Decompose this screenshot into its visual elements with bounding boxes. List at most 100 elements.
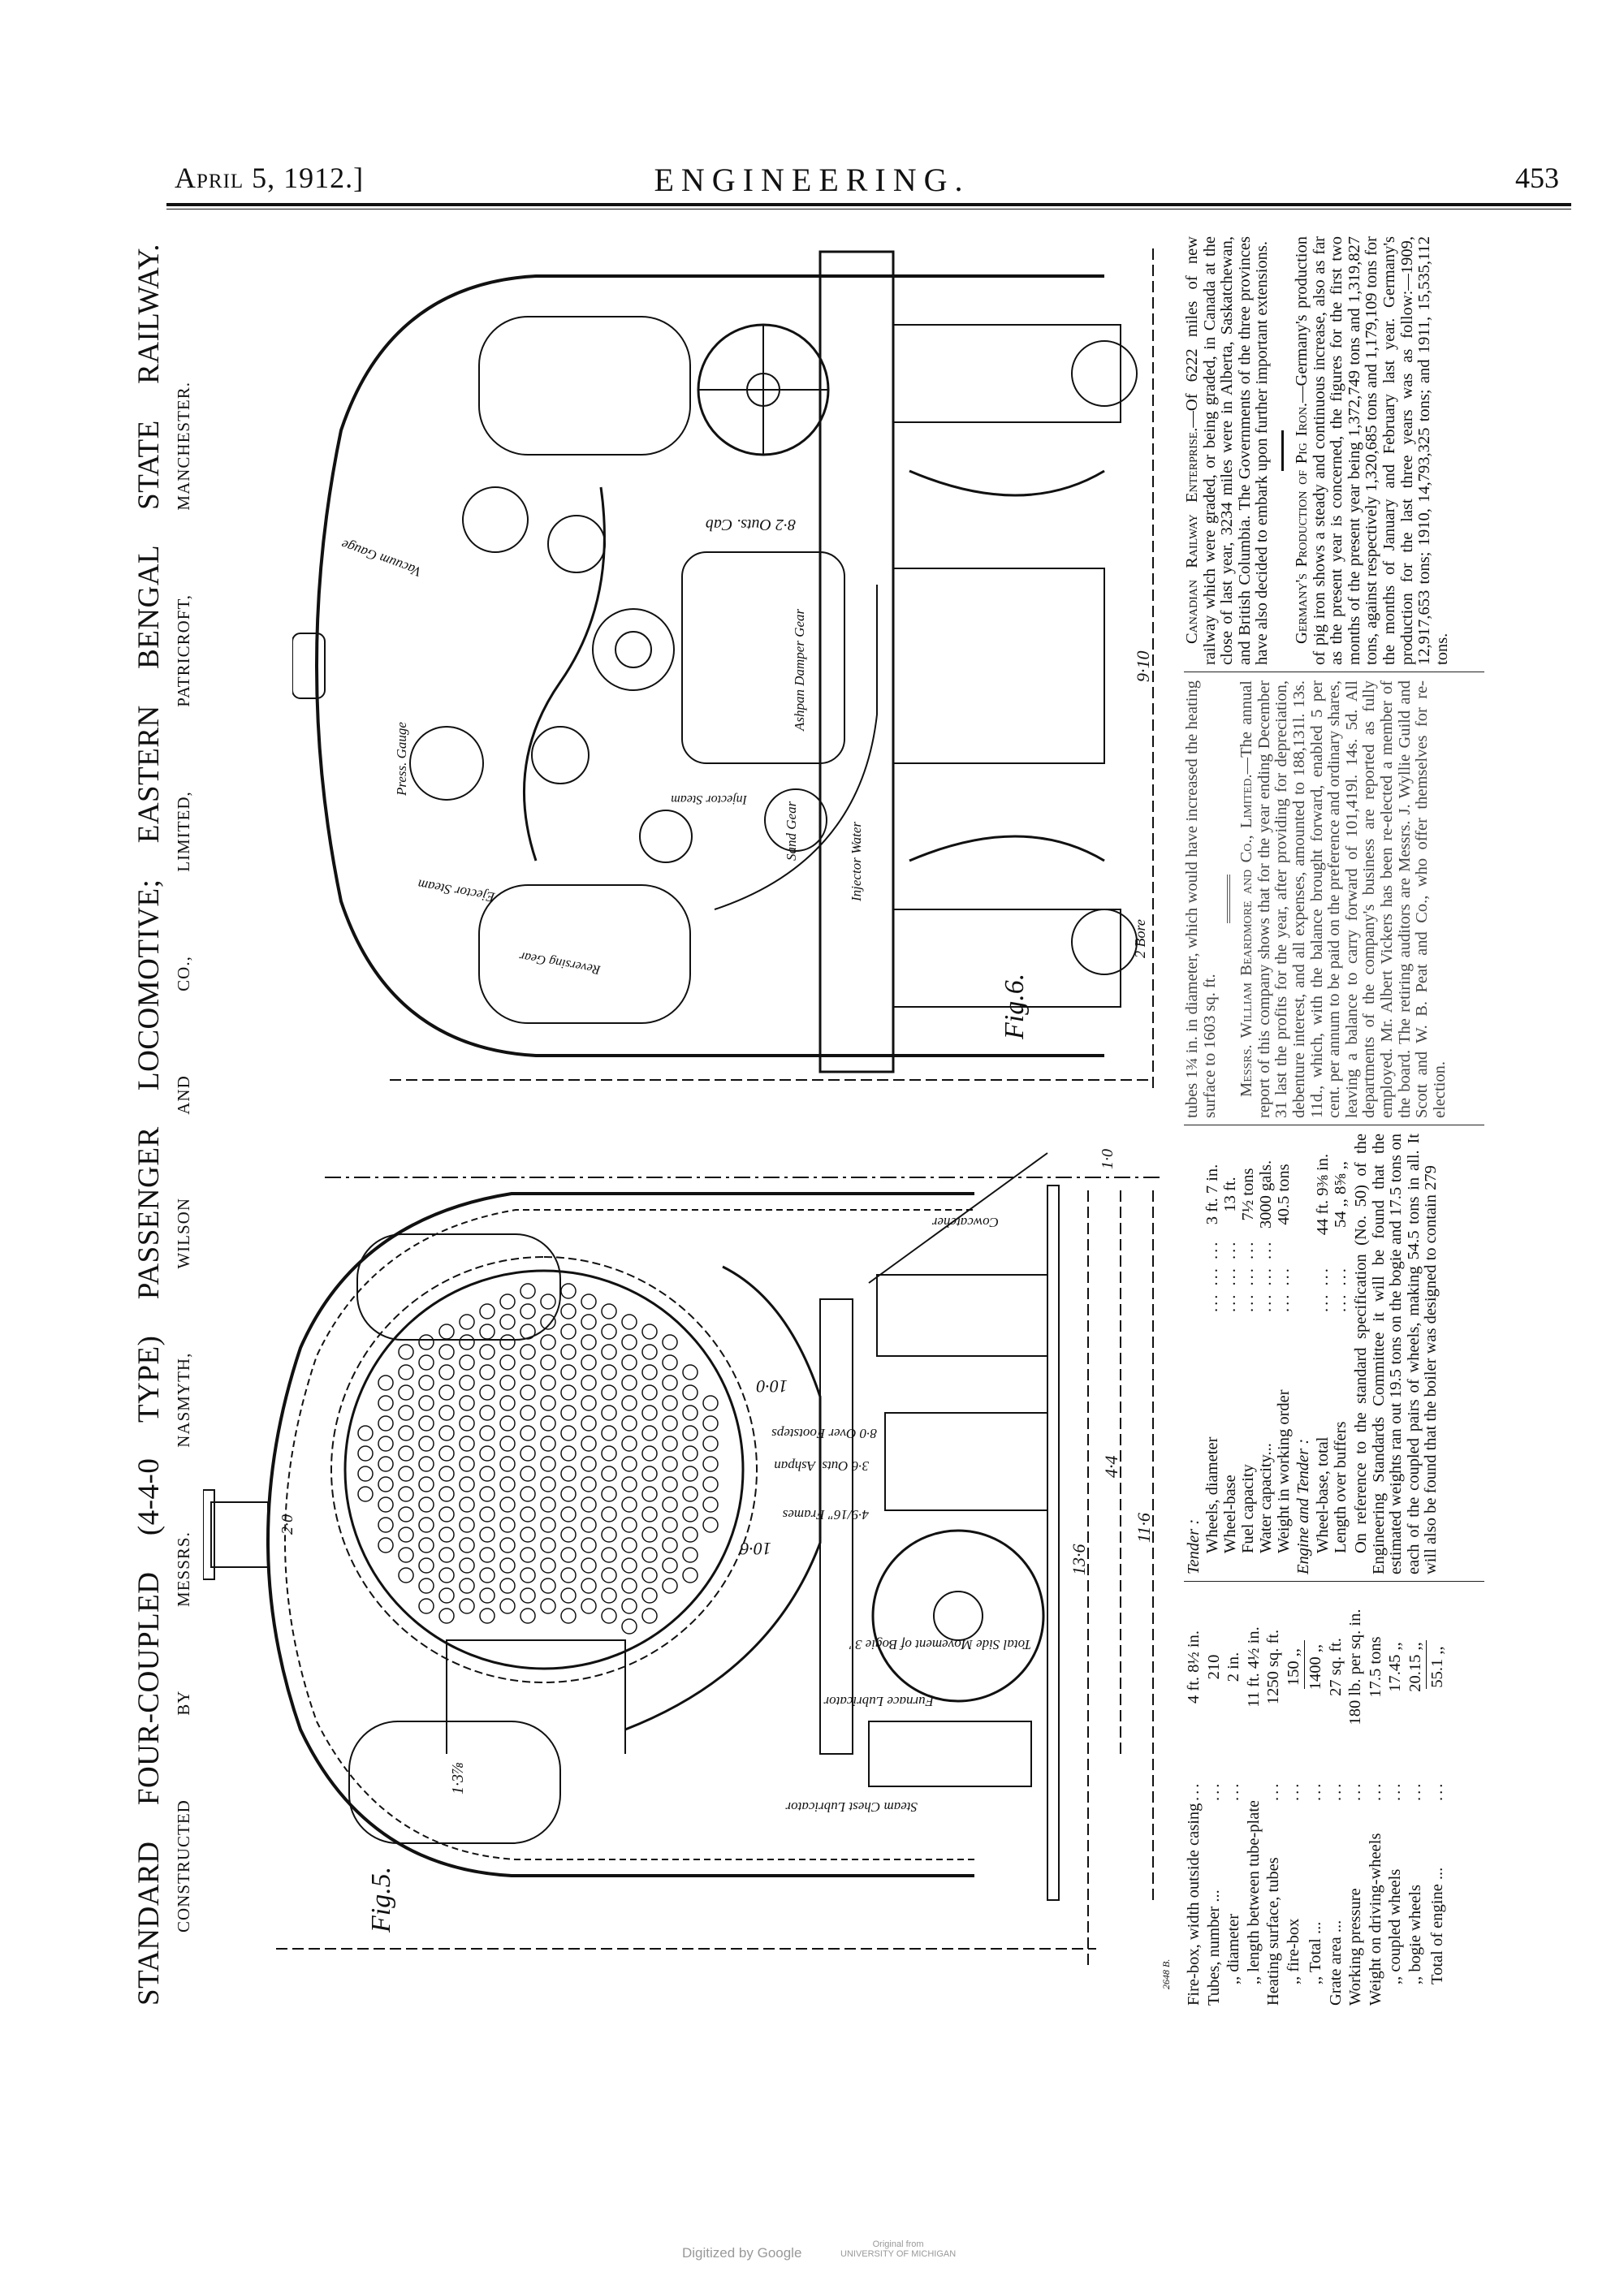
tube-hole xyxy=(560,1445,577,1462)
tube-hole xyxy=(540,1314,556,1330)
tube-hole xyxy=(621,1415,637,1432)
chimney xyxy=(210,1501,269,1568)
tube-hole xyxy=(438,1547,455,1563)
note-steam-lubricator: Steam Chest Lubricator xyxy=(785,1799,918,1815)
tube-hole xyxy=(540,1598,556,1614)
tube-hole xyxy=(479,1547,495,1563)
note-injector-steam: Injector Steam xyxy=(671,792,748,806)
leader-dots: ... xyxy=(1185,1781,1203,1801)
table-row: Weight in working order... ...40.5 tons xyxy=(1275,1134,1293,1574)
tube-hole xyxy=(601,1384,617,1401)
tube-hole xyxy=(621,1314,637,1330)
tube-hole xyxy=(641,1527,658,1543)
tube-hole xyxy=(398,1405,414,1421)
row-value: 7½ tons xyxy=(1239,1168,1257,1221)
table-row: ,, Total ......1400 ,, xyxy=(1306,1590,1326,2006)
table-row: Weight on driving-wheels...17.5 tons xyxy=(1366,1590,1386,2006)
article-title: STANDARD FOUR-COUPLED (4-4-0 TYPE) PASSE… xyxy=(132,244,166,2006)
tube-hole xyxy=(459,1578,475,1594)
table-row: ,, coupled wheels...17.45 ,, xyxy=(1385,1590,1406,2006)
tube-hole xyxy=(662,1578,678,1594)
tube-hole xyxy=(398,1344,414,1360)
tube-hole xyxy=(398,1384,414,1401)
tender-column: Tender : Wheels, diameter... ... ...3 ft… xyxy=(1184,1127,1484,1582)
figure-5-drawing: Fig.5. 13·6 4·4 11·6 10·6 10·0 2·0 1·0 1… xyxy=(203,1149,1172,1989)
fig6-label: Fig.6. xyxy=(1000,974,1030,1040)
row-value: 13 ft. xyxy=(1221,1177,1239,1212)
tube-hole xyxy=(418,1537,434,1553)
tube-hole xyxy=(540,1496,556,1513)
tube-hole xyxy=(479,1405,495,1421)
tube-hole xyxy=(418,1334,434,1350)
tube-hole xyxy=(520,1364,536,1380)
tube-hole xyxy=(438,1486,455,1502)
row-value: 150 ,, xyxy=(1284,1648,1302,1686)
tube-hole xyxy=(378,1517,394,1533)
tube-hole xyxy=(459,1476,475,1492)
tube-hole xyxy=(499,1436,516,1452)
tube-hole xyxy=(641,1405,658,1421)
tube-hole xyxy=(479,1364,495,1380)
leader-dots: ... ... xyxy=(1275,1266,1293,1312)
tube-hole xyxy=(702,1395,719,1411)
tube-hole xyxy=(398,1486,414,1502)
table-row: Fire-box, width outside casing...4 ft. 8… xyxy=(1184,1590,1204,2006)
tube-hole xyxy=(621,1354,637,1371)
leader-dots xyxy=(1244,1744,1264,1801)
tube-hole xyxy=(540,1375,556,1391)
tube-hole xyxy=(662,1415,678,1432)
tube-hole xyxy=(418,1598,434,1614)
row-label: Fuel capacity xyxy=(1239,1464,1257,1553)
tube-hole xyxy=(540,1557,556,1574)
tube-hole xyxy=(662,1334,678,1350)
tube-hole xyxy=(479,1608,495,1624)
tube-hole xyxy=(479,1506,495,1522)
tube-hole xyxy=(540,1456,556,1472)
tube-hole xyxy=(581,1436,597,1452)
dim-4-4: 4·4 xyxy=(1101,1456,1121,1479)
tube-hole xyxy=(398,1445,414,1462)
tube-hole xyxy=(540,1476,556,1492)
tube-hole xyxy=(438,1405,455,1421)
tube-hole xyxy=(682,1567,698,1583)
tube-hole xyxy=(601,1425,617,1441)
tube-hole xyxy=(621,1456,637,1472)
tube-hole xyxy=(499,1314,516,1330)
tube-hole xyxy=(398,1567,414,1583)
article-subtitle: CONSTRUCTED BY MESSRS. NASMYTH, WILSON A… xyxy=(174,382,193,1933)
tube-hole xyxy=(438,1364,455,1380)
tube-hole xyxy=(357,1445,374,1462)
tube-hole xyxy=(520,1445,536,1462)
tube-hole xyxy=(581,1354,597,1371)
tube-hole xyxy=(682,1506,698,1522)
tube-hole xyxy=(641,1445,658,1462)
tube-hole xyxy=(662,1375,678,1391)
tube-hole xyxy=(479,1466,495,1482)
tube-hole xyxy=(378,1415,394,1432)
dim-2-0: 2·0 xyxy=(279,1514,296,1535)
germany-article: Germany's Production of Pig Iron.—German… xyxy=(1292,236,1451,665)
tube-hole xyxy=(662,1436,678,1452)
tube-hole xyxy=(662,1456,678,1472)
tube-hole xyxy=(499,1578,516,1594)
tube-hole xyxy=(581,1293,597,1310)
row-label: Wheels, diameter xyxy=(1203,1436,1221,1553)
tube-hole xyxy=(702,1476,719,1492)
table-rule xyxy=(1304,1640,1305,1689)
tube-hole xyxy=(601,1466,617,1482)
table-row: Heating surface, tubes...1250 sq. ft. xyxy=(1263,1590,1284,2006)
tube-hole xyxy=(378,1436,394,1452)
tube-hole xyxy=(560,1384,577,1401)
header-rule xyxy=(166,203,1571,206)
tube-hole xyxy=(398,1425,414,1441)
tube-hole xyxy=(682,1527,698,1543)
row-label: ,, coupled wheels xyxy=(1386,1868,1404,1984)
tube-hole xyxy=(621,1618,637,1635)
germany-heading: Germany's Production of Pig Iron. xyxy=(1292,402,1311,644)
tube-hole xyxy=(621,1537,637,1553)
tube-hole xyxy=(621,1578,637,1594)
row-label: Wheel-base, total xyxy=(1314,1436,1332,1553)
row-value: 55.1 ,, xyxy=(1428,1646,1446,1688)
tube-hole xyxy=(418,1578,434,1594)
leader-dots: ... xyxy=(1386,1781,1404,1801)
